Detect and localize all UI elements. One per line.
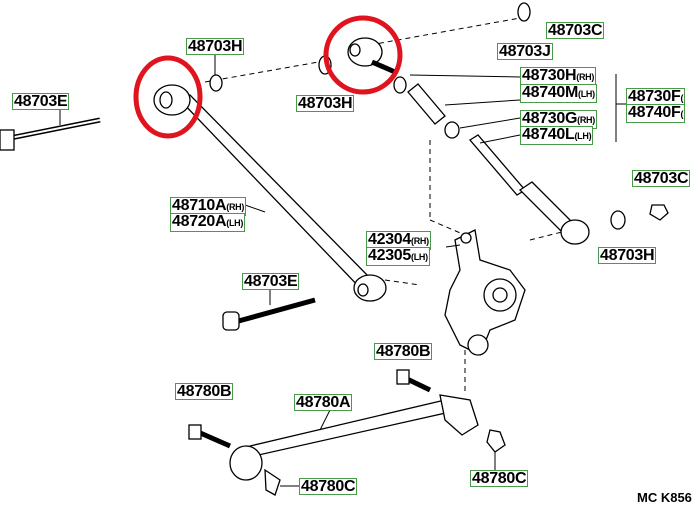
part-label[interactable]: 42305(LH) [366,247,430,266]
part-label[interactable]: 48703J [497,43,553,60]
side-suffix: (RH) [411,236,429,246]
knuckle-42304 [444,229,526,356]
part-number: 48703J [499,43,551,60]
diagram-code: MC K856 [637,490,692,505]
part-number: 48780B [376,343,431,360]
part-label[interactable]: 48740M(LH) [520,84,597,103]
part-label[interactable]: 48703E [12,93,70,110]
highlight-circle-top [323,15,403,95]
washer [610,210,626,230]
side-suffix: (RH) [577,115,595,125]
part-number: 42305 [368,247,411,264]
part-number: 48740F [628,104,681,121]
part-number: 48720A [172,213,227,230]
part-number: 48703H [600,247,655,264]
part-number: 48780A [296,394,351,411]
bolt-48703E-mid [222,297,316,331]
part-number: 42304 [368,231,411,248]
part-label[interactable]: 48730H(RH) [520,67,597,86]
side-suffix: ( [680,109,684,119]
part-number: 48703E [14,93,68,110]
part-label[interactable]: 48740L(LH) [520,126,594,145]
part-number: 48703C [548,22,603,39]
rod-48710A [153,84,387,302]
leader-lines [59,54,626,487]
bolt-48780B [188,369,432,449]
part-number: 48780C [301,478,356,495]
part-number: 48710A [172,197,227,214]
side-suffix: (LH) [411,252,428,262]
part-label[interactable]: 48703C [632,170,691,187]
side-suffix: ( [680,93,684,103]
part-label[interactable]: 48740F( [626,104,686,123]
part-number: 48740L [522,126,575,143]
nut [649,204,669,221]
rod-48730 [347,37,590,245]
part-label[interactable]: 48730G(RH) [520,110,597,129]
highlight-circle-left [133,55,203,139]
bolt-48703E-left [0,117,101,151]
washer [209,74,223,92]
side-suffix: (LH) [578,89,595,99]
part-number: 48730H [522,67,577,84]
part-number: 48703H [298,95,353,112]
part-label[interactable]: 48780C [470,470,529,487]
part-label[interactable]: 48703H [296,95,355,112]
side-suffix: (RH) [576,72,595,82]
part-number: 48703H [188,38,243,55]
part-number: 48780C [472,470,527,487]
part-label[interactable]: 48780B [374,343,433,360]
side-suffix: (LH) [226,218,244,228]
part-label[interactable]: 48703H [186,38,245,55]
washer [517,2,531,22]
part-label[interactable]: 48780A [294,394,353,411]
part-label[interactable]: 48780B [175,383,234,400]
part-number: 48730F [628,88,681,105]
part-label[interactable]: 48703H [598,247,657,264]
side-suffix: (LH) [574,131,592,141]
side-suffix: (RH) [226,202,245,212]
part-label[interactable]: 48703E [242,273,300,290]
part-number: 48703E [244,273,298,290]
nut-48780C [486,429,506,453]
part-number: 48703C [634,170,689,187]
part-number: 48780B [177,383,232,400]
part-number: 48740M [522,84,579,101]
part-label[interactable]: 48703C [546,22,605,39]
highlight-circles [133,15,403,139]
part-label[interactable]: 48720A(LH) [170,213,246,232]
rod-48780A [229,394,479,496]
part-number: 48730G [522,110,578,127]
part-label[interactable]: 48780C [299,478,358,495]
reference-lines [204,17,571,395]
